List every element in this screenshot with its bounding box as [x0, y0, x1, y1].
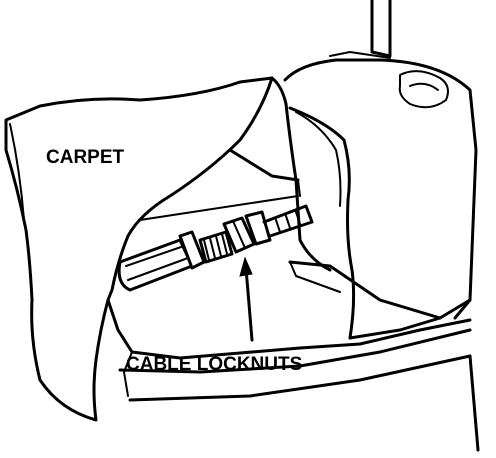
cable-locknuts-label: CABLE LOCKNUTS — [126, 354, 302, 375]
threaded-rod — [198, 230, 234, 264]
shift-cable — [117, 204, 314, 292]
floor-console — [106, 260, 480, 452]
locknut-pointer-arrow — [239, 256, 254, 342]
carpet-label: CARPET — [46, 147, 125, 168]
seat-frame — [283, 0, 478, 340]
locknut-2 — [244, 210, 272, 246]
carpet — [4, 76, 356, 422]
locknut-1 — [222, 216, 256, 254]
